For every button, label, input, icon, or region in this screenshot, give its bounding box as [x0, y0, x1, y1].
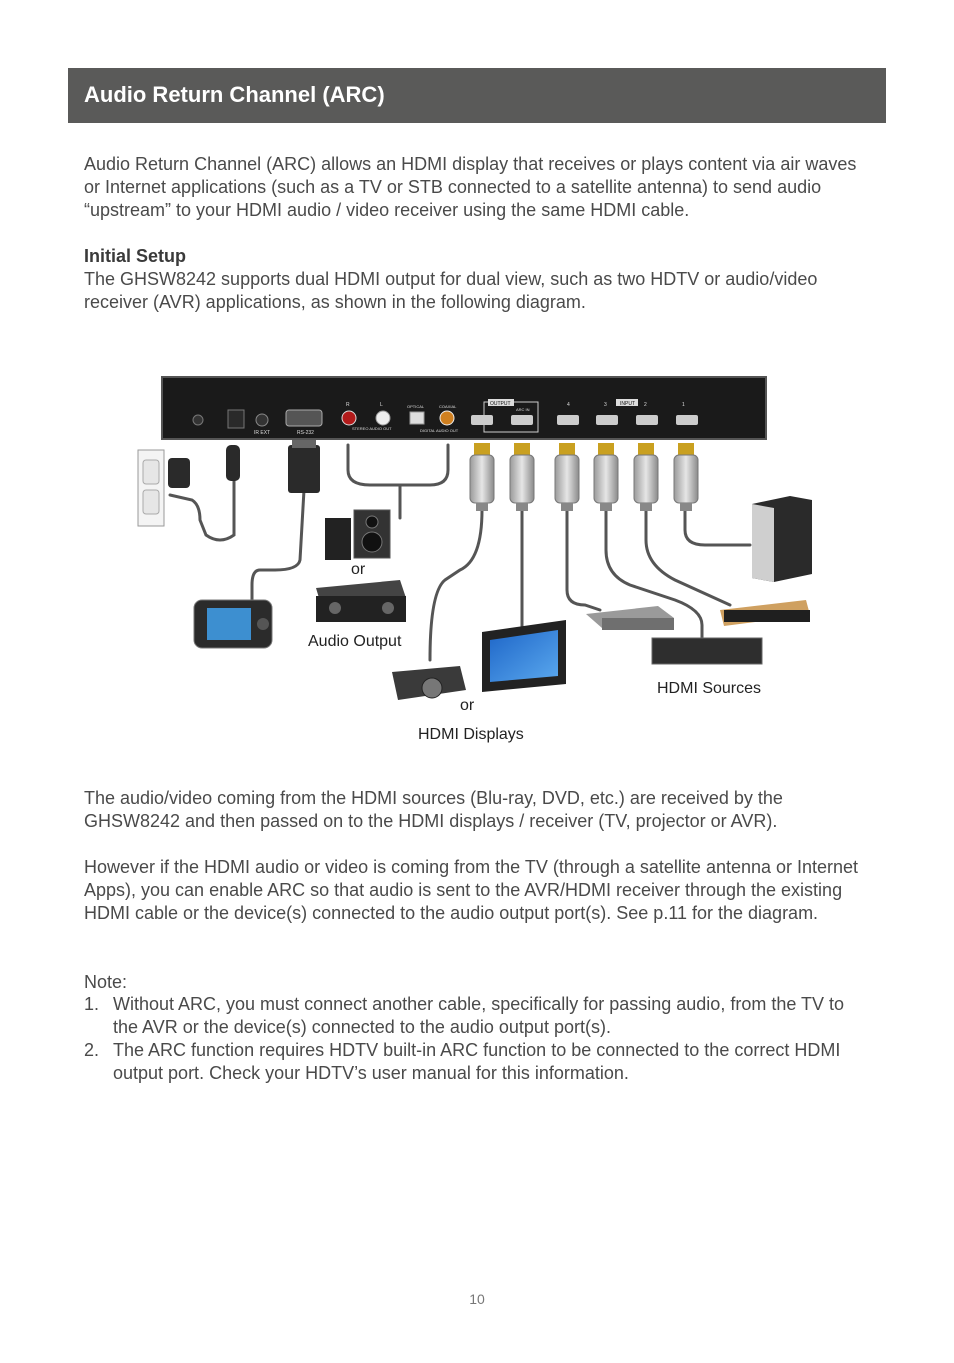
dvd-player-icon: [720, 600, 810, 626]
initial-setup-heading: Initial Setup: [84, 246, 187, 266]
initial-setup-text: The GHSW8242 supports dual HDMI output f…: [84, 269, 818, 312]
note-text: Without ARC, you must connect another ca…: [113, 994, 845, 1037]
section-title: Audio Return Channel (ARC): [84, 82, 385, 107]
panel-ir-ext: IR EXT: [254, 430, 270, 436]
cables: [168, 443, 752, 662]
panel-in2: 2: [644, 402, 647, 408]
panel-arc-in: ARC IN: [516, 407, 530, 412]
panel-digital-out: DIGITAL AUDIO OUT: [420, 428, 459, 433]
intro-paragraph: Audio Return Channel (ARC) allows an HDM…: [84, 154, 857, 220]
panel-input: INPUT: [620, 401, 635, 407]
projector-icon: [392, 666, 466, 700]
note-number: 1.: [84, 994, 100, 1014]
label-hdmi-displays: HDMI Displays: [418, 726, 524, 743]
panel-stereo-out: STEREO AUDIO OUT: [352, 426, 392, 431]
note-text: The ARC function requires HDTV built-in …: [113, 1040, 841, 1083]
arc-paragraph: However if the HDMI audio or video is co…: [84, 857, 859, 923]
panel-rs232: RS-232: [297, 430, 314, 436]
section-header: Audio Return Channel (ARC): [68, 68, 886, 123]
remote-control-icon: [193, 599, 273, 649]
panel-in4: 4: [567, 402, 570, 408]
note-item: 2. The ARC function requires HDTV built-…: [84, 1039, 874, 1085]
note-list: 1. Without ARC, you must connect another…: [84, 993, 874, 1085]
panel-optical: OPTICAL: [407, 404, 425, 409]
power-outlet-icon: [137, 445, 240, 527]
hdmi-plugs: [469, 443, 699, 511]
panel-in1: 1: [682, 402, 685, 408]
note-label: Note:: [84, 972, 128, 992]
panel-in3: 3: [604, 402, 607, 408]
label-or-display: or: [460, 697, 475, 714]
rs232-connector: [288, 440, 320, 493]
label-hdmi-sources: HDMI Sources: [657, 680, 762, 697]
speakers-icon: [325, 509, 391, 560]
page-number: 10: [469, 1291, 485, 1307]
panel-l: L: [380, 402, 383, 408]
switch-rear-panel: IR EXT RS-232 R L STEREO AUDIO OUT OPTIC…: [161, 376, 767, 440]
label-audio-output: Audio Output: [308, 633, 402, 650]
connection-diagram: IR EXT RS-232 R L STEREO AUDIO OUT OPTIC…: [130, 370, 830, 760]
av-receiver-icon: [316, 580, 406, 622]
set-top-box-icon: [651, 637, 763, 665]
label-or-audio: or: [351, 561, 366, 578]
desktop-pc-icon: [752, 496, 812, 582]
diagram-illustration: IR EXT RS-232 R L STEREO AUDIO OUT OPTIC…: [137, 376, 812, 700]
bluray-player-icon: [586, 606, 674, 630]
note-number: 2.: [84, 1040, 100, 1060]
panel-coaxial: COAXIAL: [439, 404, 457, 409]
tv-icon: [482, 620, 566, 692]
sources-paragraph: The audio/video coming from the HDMI sou…: [84, 788, 783, 831]
note-item: 1. Without ARC, you must connect another…: [84, 993, 874, 1039]
panel-output: OUTPUT: [490, 401, 511, 407]
panel-r: R: [346, 402, 350, 408]
